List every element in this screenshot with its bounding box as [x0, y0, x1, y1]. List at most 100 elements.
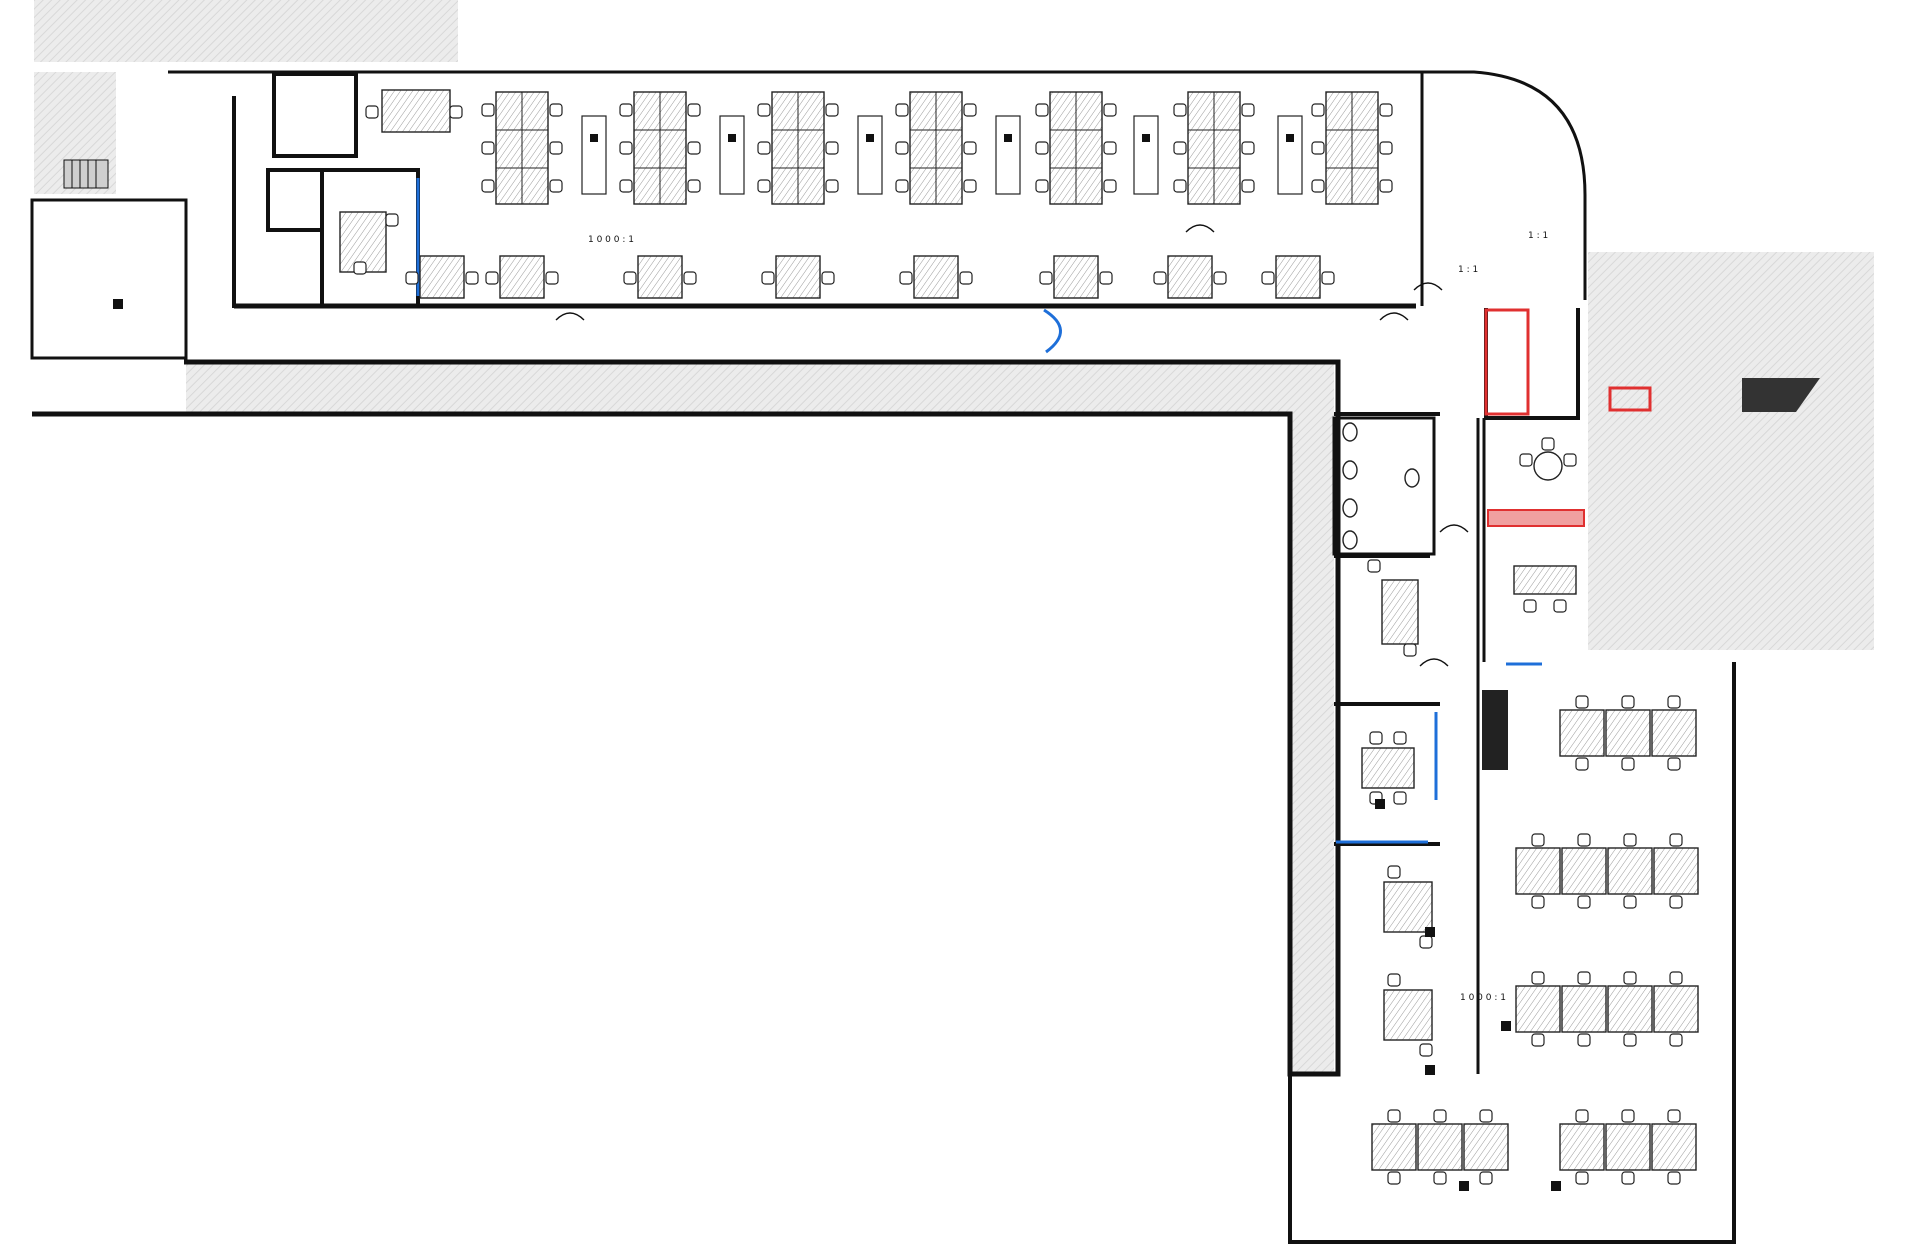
chair-icon	[481, 103, 495, 117]
south-zone-note: 1 0 0 0 : 1	[1460, 993, 1506, 1003]
chair-icon	[687, 141, 701, 155]
chair-icon	[365, 105, 379, 119]
desk-icon	[1559, 1123, 1605, 1171]
toilet-room-1	[272, 72, 358, 158]
desk-icon	[1513, 565, 1577, 595]
stairs-icon	[1482, 690, 1508, 770]
chair-icon	[1669, 833, 1683, 847]
corridor-outer-wall	[32, 359, 1341, 1077]
chair-icon	[449, 105, 463, 119]
chair-icon	[1035, 141, 1049, 155]
desk-icon	[1607, 985, 1653, 1033]
chair-icon	[1541, 437, 1555, 451]
chair-icon	[1563, 453, 1577, 467]
chair-icon	[1379, 141, 1393, 155]
chair-icon	[1369, 731, 1383, 745]
cabinet	[1277, 115, 1303, 195]
desk-icon	[1561, 847, 1607, 895]
desk-icon	[1605, 1123, 1651, 1171]
chair-icon	[619, 141, 633, 155]
chair-icon	[1213, 271, 1227, 285]
desk-icon	[913, 255, 959, 299]
chair-icon	[963, 103, 977, 117]
chair-icon	[1621, 1109, 1635, 1123]
top-room-note: 1 0 0 0 : 1	[588, 235, 634, 245]
chair-icon	[1667, 695, 1681, 709]
chair-icon	[1103, 179, 1117, 193]
chair-icon	[549, 179, 563, 193]
meeting-table	[1533, 451, 1563, 481]
stairs-icon	[1742, 378, 1820, 412]
chair-icon	[1241, 179, 1255, 193]
chair-icon	[1479, 1109, 1493, 1123]
toilet-icon	[1404, 468, 1420, 488]
chair-icon	[549, 103, 563, 117]
column-icon	[1004, 134, 1012, 142]
desk-icon	[1383, 881, 1433, 933]
east-core-wall	[1484, 308, 1580, 420]
chair-icon	[1577, 895, 1591, 909]
chair-icon	[1479, 1171, 1493, 1185]
west-block-wall	[30, 198, 188, 360]
chair-icon	[1099, 271, 1113, 285]
chair-icon	[1575, 695, 1589, 709]
door-swing-icon	[1379, 312, 1409, 321]
chair-icon	[1393, 791, 1407, 805]
chair-icon	[481, 179, 495, 193]
desk-icon	[499, 255, 545, 299]
chair-icon	[1523, 599, 1537, 613]
chair-icon	[895, 179, 909, 193]
chair-icon	[1419, 935, 1433, 949]
chair-icon	[821, 271, 835, 285]
chair-icon	[1153, 271, 1167, 285]
stairs-group	[63, 159, 1820, 770]
chair-icon	[1623, 971, 1637, 985]
chair-icon	[1103, 103, 1117, 117]
chair-icon	[485, 271, 499, 285]
column-icon	[866, 134, 874, 142]
chair-icon	[1393, 731, 1407, 745]
stairs-icon	[63, 159, 109, 189]
chair-icon	[1173, 179, 1187, 193]
chair-icon	[1173, 103, 1187, 117]
chair-icon	[1387, 973, 1401, 987]
cabinet	[581, 115, 607, 195]
door-swing-icon	[1413, 282, 1443, 291]
chair-icon	[1387, 865, 1401, 879]
chair-icon	[895, 103, 909, 117]
chair-icon	[1669, 1033, 1683, 1047]
chair-icon	[899, 271, 913, 285]
desk-icon	[1167, 255, 1213, 299]
chair-icon	[619, 103, 633, 117]
toilet-icon	[1342, 530, 1358, 550]
desk-icon	[419, 255, 465, 299]
chair-icon	[1379, 179, 1393, 193]
column-icon	[113, 299, 123, 309]
desk-icon	[1651, 709, 1697, 757]
toilet-icon	[1342, 498, 1358, 518]
walls	[30, 70, 1736, 1244]
chair-icon	[465, 271, 479, 285]
chair-icon	[1241, 103, 1255, 117]
chair-icon	[353, 261, 367, 275]
chair-icon	[1531, 833, 1545, 847]
desk-icon	[1653, 985, 1699, 1033]
toilet-room-2	[266, 168, 324, 232]
chair-icon	[1311, 141, 1325, 155]
chair-icon	[1531, 971, 1545, 985]
chair-icon	[1403, 643, 1417, 657]
chair-icon	[687, 179, 701, 193]
chair-icon	[1623, 895, 1637, 909]
chair-icon	[619, 179, 633, 193]
top-left-hatched-zone	[34, 0, 458, 62]
desk-icon	[1515, 985, 1561, 1033]
chair-icon	[825, 103, 839, 117]
chair-icon	[757, 179, 771, 193]
red-cabinet	[1487, 509, 1585, 527]
cabinet	[719, 115, 745, 195]
chair-icon	[687, 103, 701, 117]
column-icon	[1425, 1065, 1435, 1075]
column-icon	[1459, 1181, 1469, 1191]
chair-icon	[405, 271, 419, 285]
